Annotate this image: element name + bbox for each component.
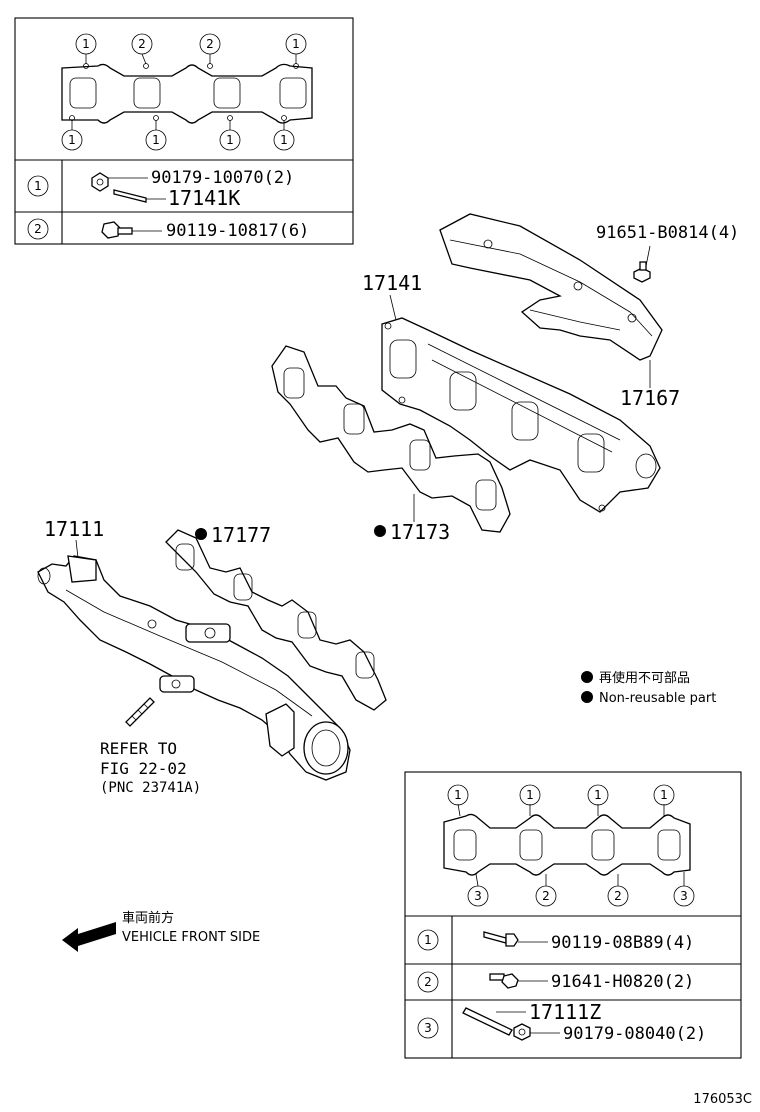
marker-label: 1 [280,133,288,147]
bottom-inset-markers: 1 1 1 1 3 2 2 3 [447,784,695,907]
callout-17141: 17141 [362,271,422,295]
marker-label: 1 [454,788,462,802]
bolt-icon [483,931,507,944]
top-inset-row-2: 2 90119-10817(6) [27,218,309,241]
part-number: 90119-08B89(4) [551,933,694,953]
bolt-icon [489,973,505,981]
callout-17177: 17177 [211,523,271,547]
marker-label: 3 [474,889,482,903]
top-inset-frame [14,17,354,245]
vehicle-front-direction: 車両前方 VEHICLE FRONT SIDE [62,910,260,952]
nut-icon [91,172,109,192]
bottom-inset-row-2: 2 91641-H0820(2) [417,971,694,993]
stud-icon [462,1007,513,1036]
refer-line-3: (PNC 23741A) [100,780,201,796]
part-number: 17111Z [529,1000,601,1024]
row-marker: 3 [424,1021,432,1035]
bottom-inset-frame [404,771,742,1059]
refer-line-2: FIG 22-02 [100,759,187,778]
exhaust-manifold [381,317,661,513]
callout-17167: 17167 [620,386,680,410]
marker-label: 1 [526,788,534,802]
top-inset-row-1: 1 90179-10070(2) 17141K [27,168,294,210]
marker-label: 1 [594,788,602,802]
marker-label: 2 [614,889,622,903]
direction-jp: 車両前方 [122,910,174,926]
marker-label: 1 [152,133,160,147]
top-inset-gasket [61,53,313,130]
marker-label: 1 [660,788,668,802]
bottom-inset: 1 1 1 1 3 2 2 3 1 90119-08B89(4) 2 91641… [404,771,742,1059]
part-number: 90179-08040(2) [563,1024,706,1044]
row-marker: 2 [34,222,42,236]
legend-jp: 再使用不可部品 [599,670,690,686]
non-reusable-dot [374,525,386,537]
marker-label: 2 [542,889,550,903]
direction-en: VEHICLE FRONT SIDE [122,930,260,945]
legend-en: Non-reusable part [599,691,716,706]
refer-stud [125,697,155,727]
marker-label: 1 [226,133,234,147]
bottom-inset-gasket [443,803,691,887]
refer-line-1: REFER TO [100,739,177,758]
legend: 再使用不可部品 Non-reusable part [581,670,716,706]
part-number: 91641-H0820(2) [551,972,694,992]
marker-label: 1 [82,37,90,51]
top-inset-markers: 1 2 2 1 1 1 1 1 [61,33,307,151]
marker-label: 2 [206,37,214,51]
callout-17111: 17111 [44,517,104,541]
heat-insulator [439,213,663,361]
bottom-inset-row-1: 1 90119-08B89(4) [417,929,694,953]
callout-17173: 17173 [390,520,450,544]
stud-icon [113,189,147,203]
arrow-left-icon [62,922,116,952]
figure-id: 176053C [693,1092,752,1107]
marker-label: 1 [292,37,300,51]
intake-manifold [37,555,351,781]
row-marker: 1 [34,179,42,193]
marker-label: 2 [138,37,146,51]
bolt-icon [101,221,121,239]
row-marker: 2 [424,975,432,989]
marker-label: 3 [680,889,688,903]
intake-gasket [165,529,387,711]
heat-insulator-bolt: 91651-B0814(4) [596,223,739,283]
callout-91651: 91651-B0814(4) [596,223,739,243]
part-number: 90179-10070(2) [151,168,294,188]
bottom-inset-row-3: 3 17111Z 90179-08040(2) [417,1000,706,1044]
marker-label: 1 [68,133,76,147]
row-marker: 1 [424,933,432,947]
part-number: 17141K [168,186,240,210]
part-number: 90119-10817(6) [166,221,309,241]
non-reusable-dot [195,528,207,540]
exhaust-gasket [271,345,511,533]
nut-icon [513,1023,531,1041]
top-inset: 1 2 2 1 1 1 1 1 1 90179-10070(2) 17141K … [14,17,354,245]
